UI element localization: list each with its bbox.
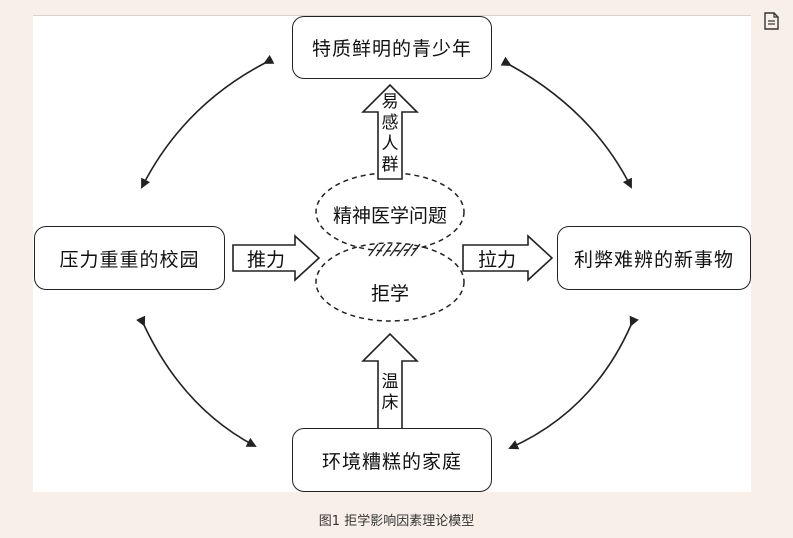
up-arrow-label: 易 感 人 群: [381, 92, 399, 175]
pull-label: 拉力: [477, 248, 516, 271]
ellipse-lower: [315, 242, 465, 322]
center-lower-label: 拒学: [370, 282, 409, 305]
block-arrow-pull: [462, 234, 554, 282]
bottom-arrow-label: 温 床: [381, 372, 399, 413]
document-icon[interactable]: [764, 12, 779, 30]
top-divider: [33, 15, 751, 16]
center-upper-label: 精神医学问题: [332, 204, 447, 227]
curved-arrow-bottom-left: [136, 315, 257, 447]
overlap-hatch: [368, 243, 421, 257]
block-arrow-bottom: [361, 332, 419, 430]
block-arrow-push: [232, 234, 321, 282]
node-right: 利弊难辨的新事物: [557, 226, 751, 290]
figure-caption: 图1 拒学影响因素理论模型: [318, 514, 475, 529]
curved-arrow-top-right: [500, 56, 632, 189]
curved-arrow-bottom-right: [508, 315, 639, 450]
node-top: 特质鲜明的青少年: [292, 16, 492, 79]
node-left: 压力重重的校园: [34, 226, 225, 290]
diagram-graphics: [136, 54, 639, 450]
block-arrow-up: [361, 83, 419, 180]
push-label: 推力: [246, 248, 285, 271]
curved-arrow-top-left: [141, 54, 275, 189]
node-bottom: 环境糟糕的家庭: [292, 428, 492, 492]
diagram-panel: 特质鲜明的青少年 压力重重的校园 利弊难辨的新事物 环境糟糕的家庭 精神医学问题…: [33, 16, 751, 492]
